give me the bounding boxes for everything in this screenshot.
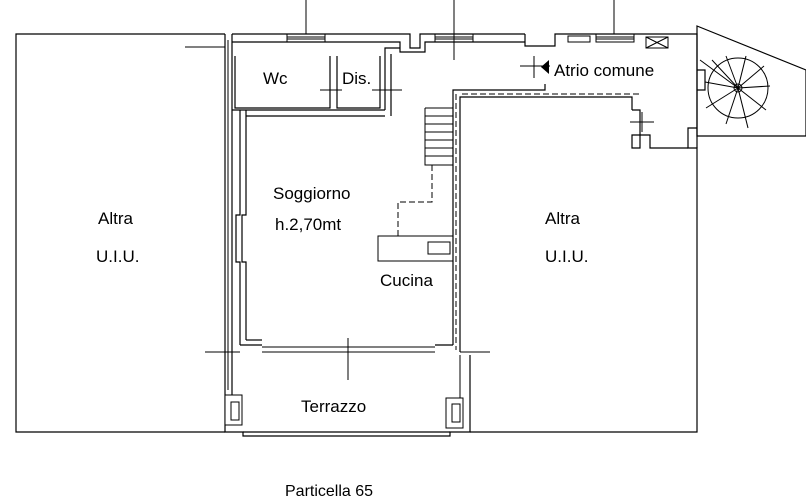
cucina-label: Cucina: [380, 271, 433, 290]
right-unit-label-line1: Altra: [545, 209, 581, 228]
particella-label: Particella 65: [285, 483, 373, 498]
spiral-stair: [696, 25, 806, 137]
left-unit-label-line2: U.I.U.: [96, 247, 139, 266]
wc-label: Wc: [263, 69, 288, 88]
section-ticks: [185, 0, 654, 380]
atrio-label: Atrio comune: [554, 61, 654, 80]
left-unit-label-line1: Altra: [98, 209, 134, 228]
dis-label: Dis.: [342, 69, 371, 88]
height-label: h.2,70mt: [275, 215, 341, 234]
right-unit-label-line2: U.I.U.: [545, 247, 588, 266]
internal-stair: [397, 107, 454, 236]
soggiorno-label: Soggiorno: [273, 184, 351, 203]
north-windows: [286, 33, 669, 49]
right-unit-outline: [470, 127, 698, 433]
kitchen-counter: [377, 235, 454, 262]
apartment-walls: [224, 33, 698, 437]
terrazzo-label: Terrazzo: [301, 397, 366, 416]
left-unit-outline: [15, 33, 225, 433]
